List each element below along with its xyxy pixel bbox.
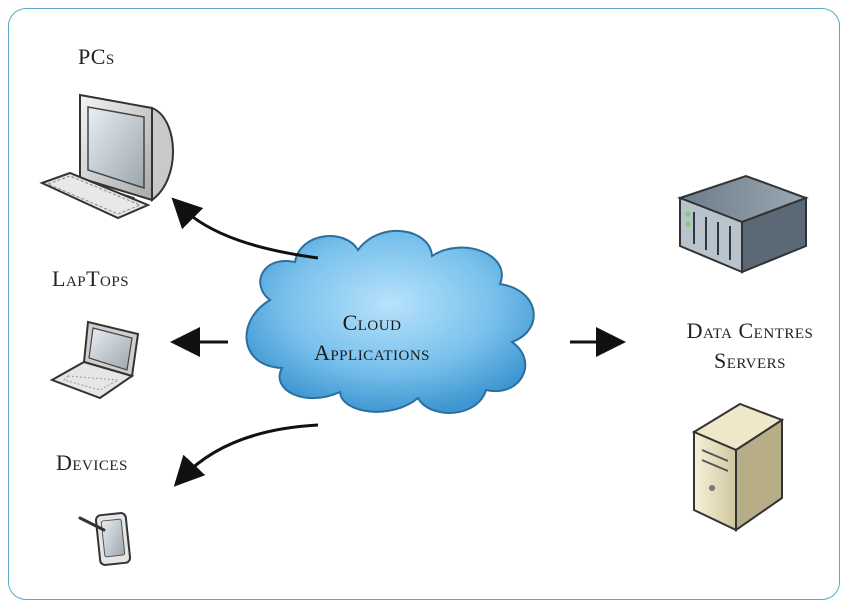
cloud-label-line2: Applications [313, 340, 431, 365]
datacentre-label-line2: Servers [713, 348, 787, 373]
cloud-applications-label: Cloud Applications [262, 308, 482, 368]
rack-server-icon [677, 174, 809, 274]
laptop-icon [49, 320, 140, 400]
arrow-to-pcs [171, 197, 319, 260]
arrow-to-devices [173, 423, 319, 487]
tower-server-icon [691, 402, 785, 532]
data-centres-servers-label: Data Centres Servers [630, 316, 846, 376]
keyboard-icon [39, 171, 151, 220]
laptops-label: LapTops [52, 266, 130, 291]
devices-label: Devices [56, 450, 128, 475]
cloud-icon [245, 229, 535, 414]
tablet-device-icon [78, 512, 132, 566]
cloud-label-line1: Cloud [342, 310, 402, 335]
pcs-label: PCs [78, 44, 115, 69]
datacentre-label-line1: Data Centres [686, 318, 814, 343]
